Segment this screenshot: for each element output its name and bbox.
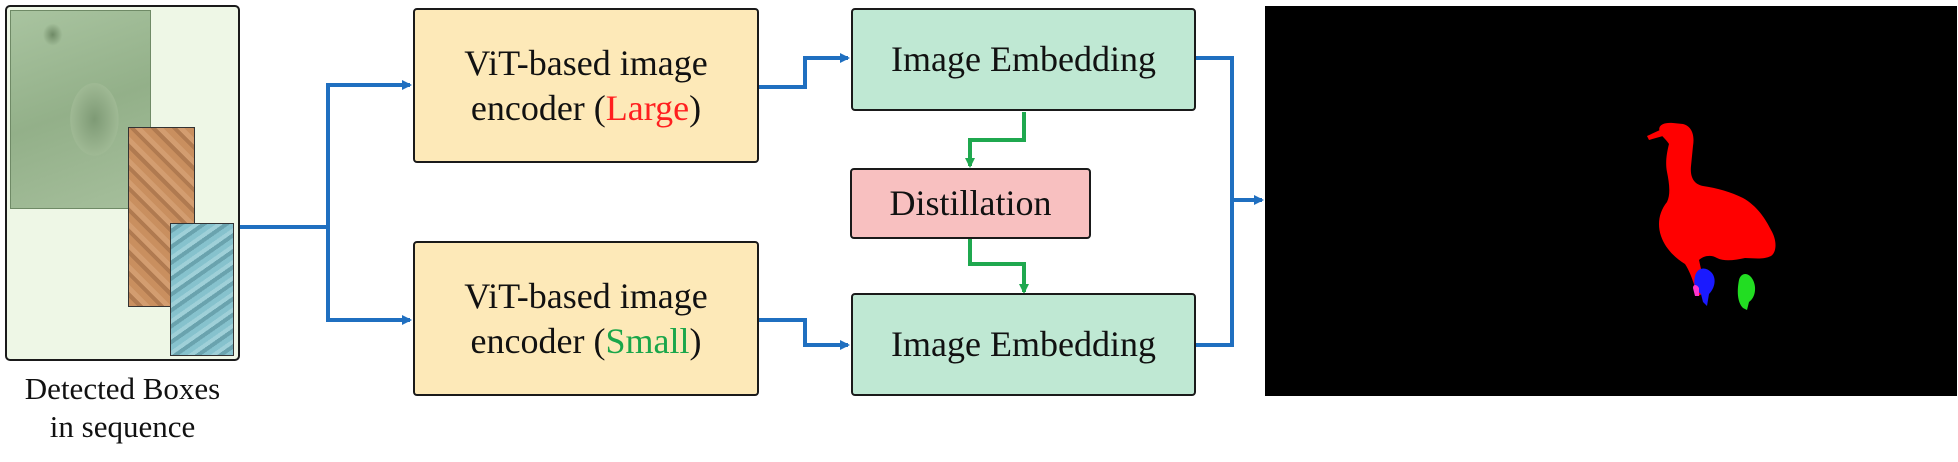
vit-encoder-small-line2: encoder (Small)	[464, 319, 707, 364]
vit-encoder-large-line1: ViT-based image	[464, 42, 708, 83]
vit-encoder-small-box: ViT-based image encoder (Small)	[413, 241, 759, 396]
chick-mask-green	[1737, 274, 1756, 310]
distillation-to-bottom-embedding-arrow	[968, 238, 1029, 294]
split-to-large-encoder-arrow	[326, 80, 412, 227]
small-encoder-to-embedding-arrow	[759, 318, 850, 350]
segmentation-output-panel	[1265, 6, 1957, 396]
detected-boxes-caption-line1: Detected Boxes	[24, 371, 221, 406]
image-embedding-top-box: Image Embedding	[851, 8, 1196, 111]
distillation-box: Distillation	[850, 168, 1091, 239]
detected-box-crop-chick-2	[170, 223, 234, 356]
chick-mask-magenta	[1693, 285, 1699, 296]
bird-beak-red	[1647, 130, 1663, 140]
vit-encoder-small-size-label: Small	[605, 320, 690, 361]
top-embedding-to-output-connector	[1196, 56, 1234, 200]
detected-boxes-caption: Detected Boxes in sequence	[0, 370, 245, 446]
vit-encoder-small-suffix: )	[689, 320, 702, 361]
detected-box-crop-chick-1	[128, 127, 195, 307]
vit-encoder-small-line1: ViT-based image	[464, 275, 708, 316]
distillation-label: Distillation	[889, 183, 1052, 223]
image-embedding-bottom-label: Image Embedding	[891, 324, 1156, 364]
bottom-embedding-to-output-connector	[1196, 200, 1234, 347]
detected-boxes-panel	[5, 5, 240, 361]
detected-box-crop-bird	[10, 10, 151, 209]
vit-encoder-small-prefix: encoder (	[470, 320, 606, 361]
vit-encoder-large-line2: encoder (Large)	[464, 86, 707, 131]
chick-mask-blue	[1694, 268, 1715, 306]
image-embedding-top-label: Image Embedding	[891, 39, 1156, 79]
image-embedding-bottom-box: Image Embedding	[851, 293, 1196, 396]
split-to-small-encoder-arrow	[326, 227, 412, 325]
bird-mask-red	[1659, 122, 1776, 296]
vit-encoder-large-suffix: )	[689, 87, 702, 128]
detected-boxes-caption-line2: in sequence	[49, 408, 196, 444]
top-embedding-to-distillation-arrow	[965, 112, 1026, 168]
large-encoder-to-embedding-arrow	[759, 53, 850, 89]
vit-encoder-large-size-label: Large	[605, 87, 690, 128]
segmentation-mask-image	[1647, 122, 1776, 310]
vit-encoder-large-box: ViT-based image encoder (Large)	[413, 8, 759, 163]
vit-encoder-large-prefix: encoder (	[470, 87, 606, 128]
